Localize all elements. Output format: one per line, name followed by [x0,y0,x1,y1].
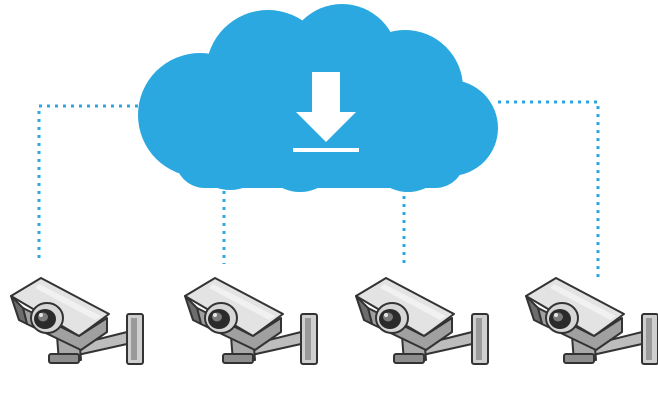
security-camera-icon [10,277,144,365]
connection-line-1 [37,104,138,258]
security-camera-icon [184,277,318,365]
security-camera-icon [525,277,658,365]
connection-line-4 [498,100,600,282]
download-icon [293,72,359,152]
security-camera-icon [355,277,489,365]
